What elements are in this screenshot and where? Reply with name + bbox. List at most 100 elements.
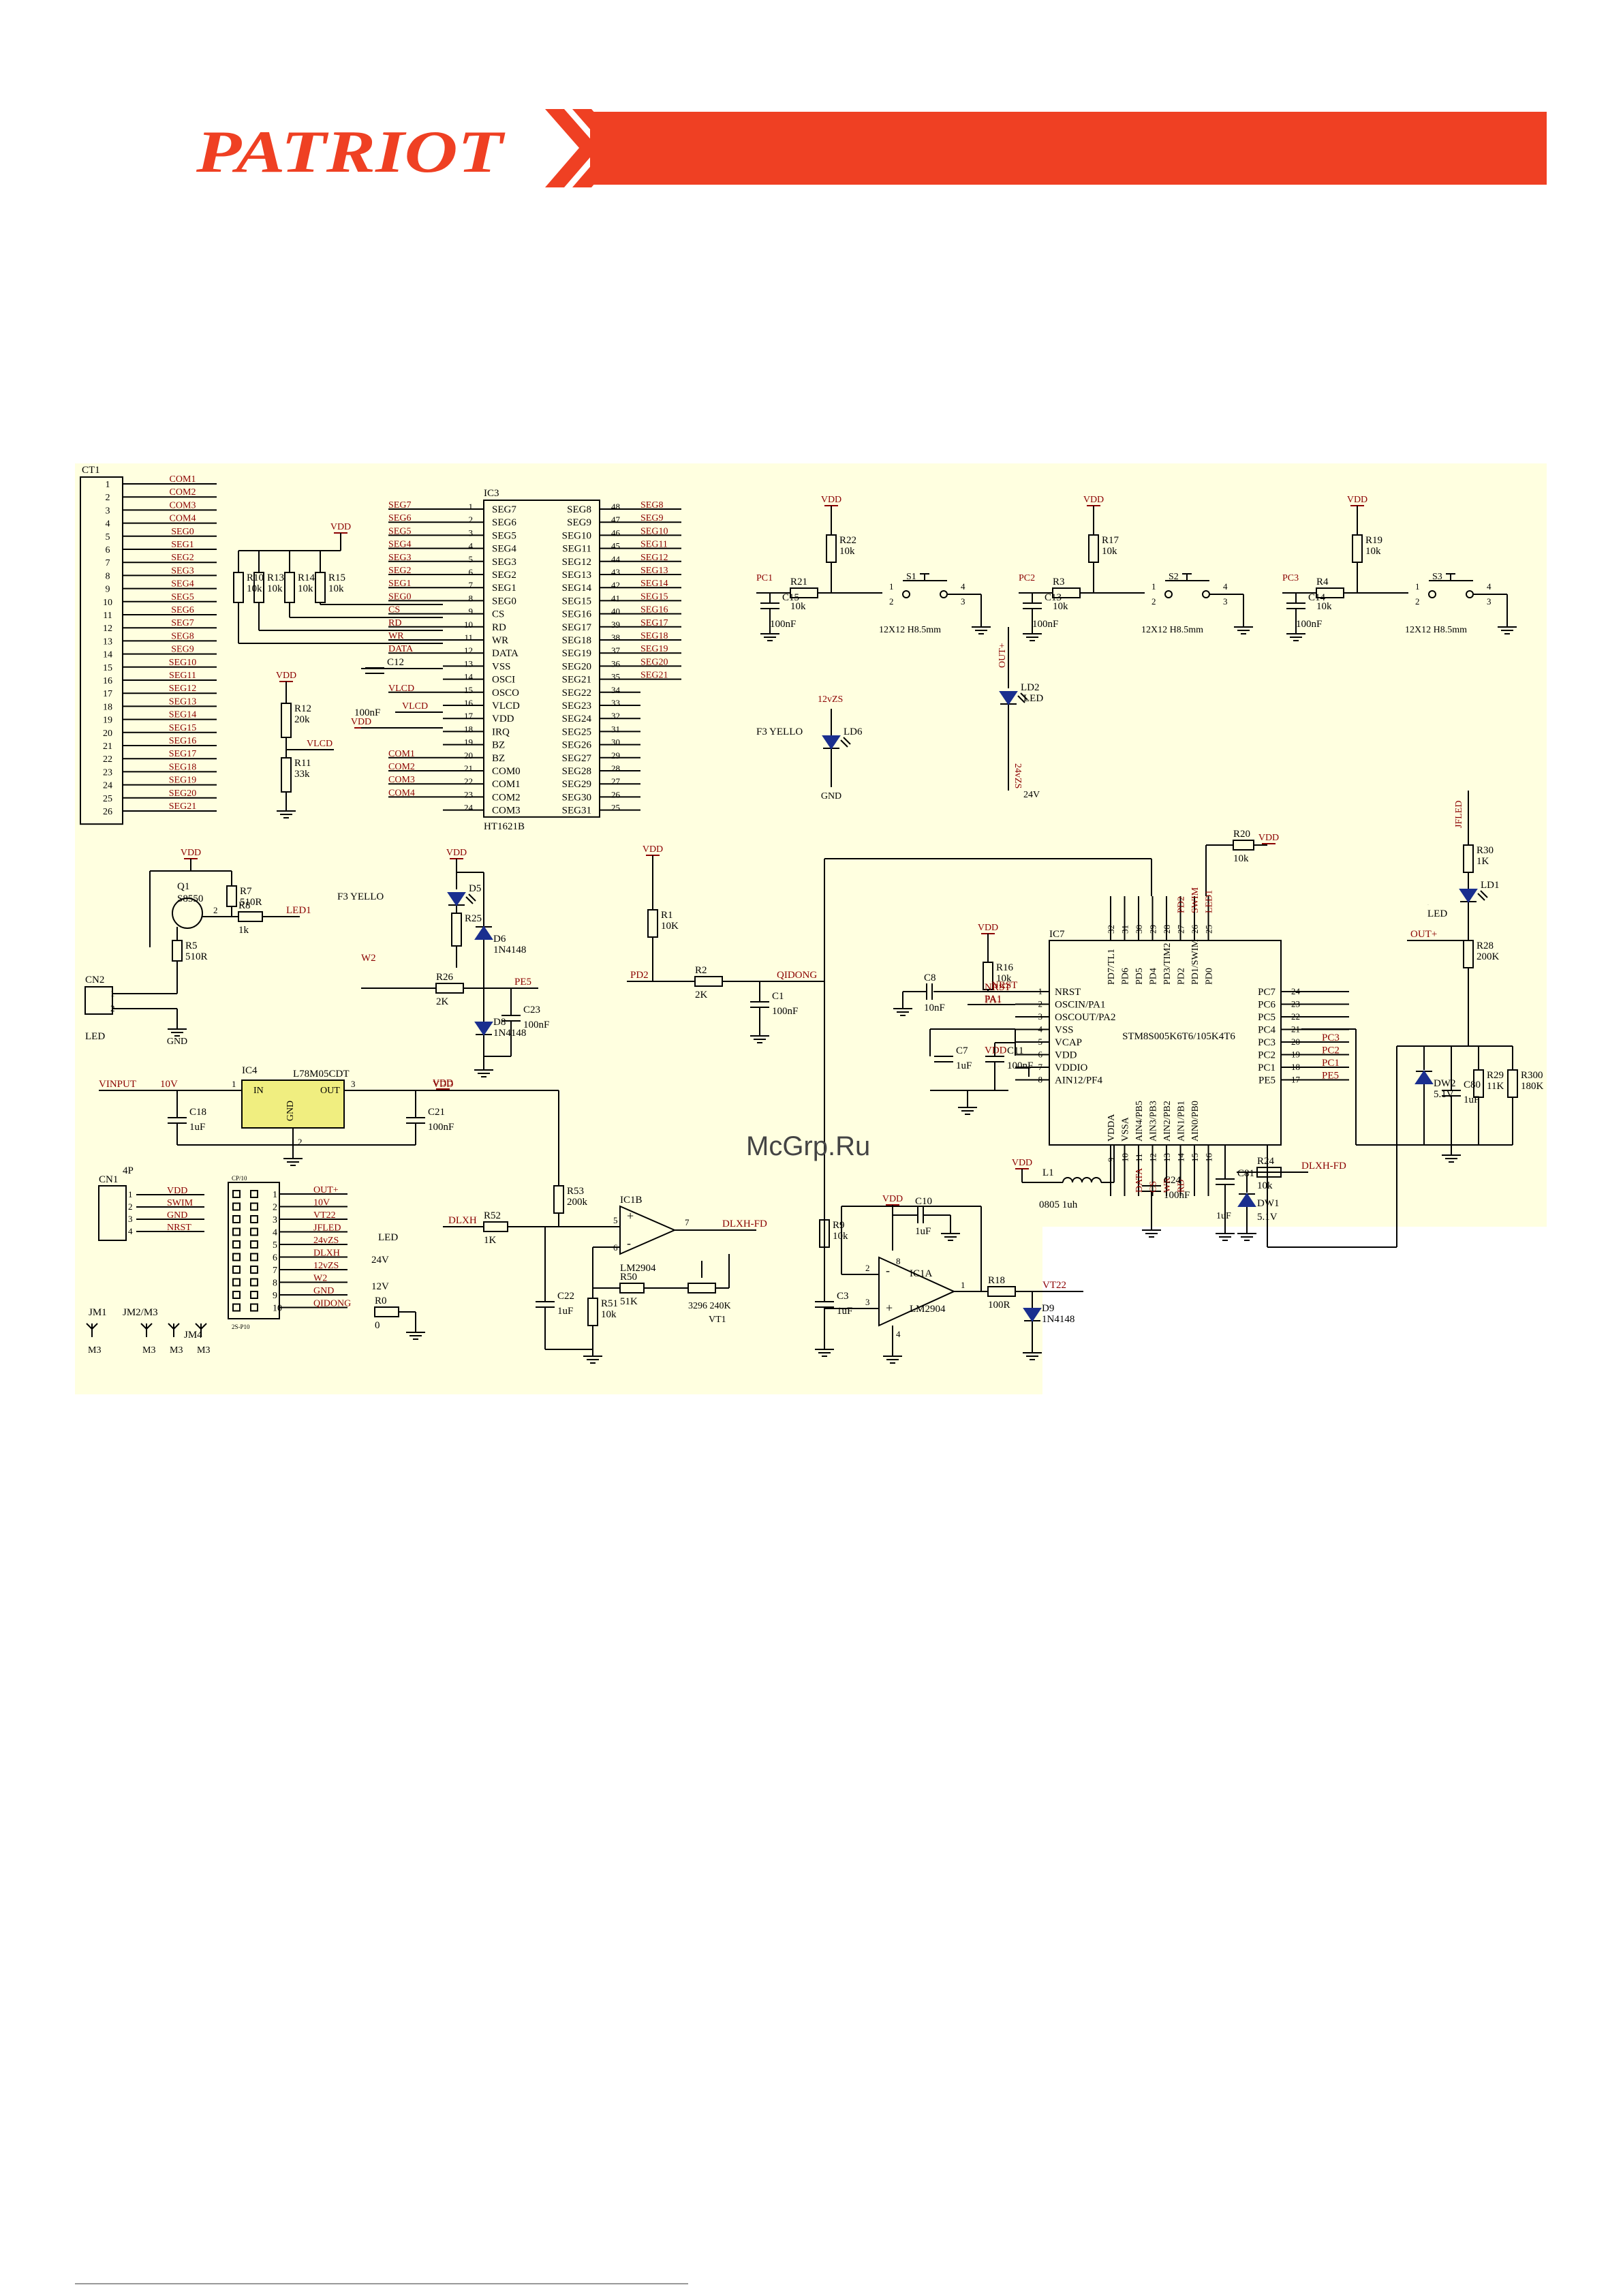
ic3-net-label: SEG12 bbox=[640, 553, 668, 563]
resistor-value: 10k bbox=[1102, 546, 1117, 557]
ic3-pin-number: 14 bbox=[464, 672, 474, 682]
ic3-pin-number: 30 bbox=[611, 737, 620, 748]
ic7-pin-name: PC6 bbox=[1258, 1000, 1276, 1011]
capacitor-value: 1uF bbox=[1216, 1211, 1231, 1221]
capacitor-value: 100nF bbox=[354, 707, 380, 718]
supply-label: VDD bbox=[882, 1194, 903, 1204]
resistor bbox=[1316, 587, 1344, 598]
cp-body bbox=[228, 1182, 280, 1319]
cp-pin-number: 4 bbox=[273, 1228, 277, 1238]
zener-value: 5.1V bbox=[1257, 1212, 1278, 1223]
ic3-pin-name: COM3 bbox=[492, 806, 521, 816]
switch-pin: 3 bbox=[1487, 596, 1491, 607]
resistor-ref: R1 bbox=[661, 910, 673, 921]
cp-net: 12vZS bbox=[313, 1261, 339, 1271]
net-label: PE5 bbox=[514, 977, 531, 988]
potentiometer-icon bbox=[687, 1283, 716, 1294]
ic3-pin-number: 41 bbox=[611, 593, 620, 603]
zener-ref: DW1 bbox=[1257, 1198, 1280, 1209]
resistor-ref: R24 bbox=[1257, 1156, 1275, 1167]
supply-label: VDD bbox=[330, 522, 351, 532]
pin-number: 1 bbox=[961, 1280, 965, 1290]
resistor bbox=[1463, 940, 1474, 968]
capacitor-ref: C14 bbox=[1308, 592, 1326, 603]
opamp-minus: - bbox=[886, 1264, 890, 1277]
ic7-pin-name: PC1 bbox=[1258, 1062, 1276, 1073]
supply-label: VDD bbox=[446, 848, 467, 858]
cp-pad bbox=[232, 1291, 241, 1299]
jm-sub: M3 bbox=[88, 1345, 101, 1356]
ic3-pin-name: SEG10 bbox=[562, 530, 591, 541]
ct1-pin-number: 4 bbox=[106, 519, 110, 530]
watermark-text: McGrp.Ru bbox=[746, 1131, 871, 1161]
ic3-pin-name: OSCO bbox=[492, 688, 519, 699]
ic3-pin-name: SEG14 bbox=[562, 583, 592, 594]
pin-number: 8 bbox=[896, 1256, 901, 1266]
switch-size: 12X12 H8.5mm bbox=[1141, 625, 1203, 635]
ic3-pin-number: 9 bbox=[469, 607, 474, 617]
supply-label: VDD bbox=[643, 844, 663, 855]
net-label: DLXH-FD bbox=[1301, 1161, 1346, 1172]
cp-pad bbox=[250, 1215, 258, 1223]
ic7-pin-number: 25 bbox=[1204, 925, 1214, 934]
ic7-net: VDD bbox=[985, 1045, 1007, 1056]
led-icon bbox=[1459, 889, 1478, 903]
ic7-pin-number: 6 bbox=[1038, 1050, 1043, 1060]
ic3-pin-number: 4 bbox=[469, 541, 474, 551]
resistor-ref: R17 bbox=[1102, 535, 1119, 546]
ic3-pin-name: COM2 bbox=[492, 792, 521, 803]
ct1-signal: SEG2 bbox=[171, 553, 194, 563]
opamp-plus: + bbox=[627, 1209, 634, 1223]
ic3-pin-number: 17 bbox=[464, 711, 474, 721]
ic3-pin-name: SEG20 bbox=[562, 661, 591, 672]
ic3-pin-number: 7 bbox=[469, 580, 474, 590]
ic7-pin-name: VCAP bbox=[1055, 1037, 1082, 1048]
resistor-ref: R21 bbox=[790, 577, 807, 587]
capacitor-value: 100nF bbox=[523, 1020, 549, 1030]
ic3-pin-number: 19 bbox=[464, 737, 473, 748]
net-label: 10V bbox=[160, 1079, 178, 1090]
cp-pin-number: 3 bbox=[273, 1215, 277, 1225]
ic3-pin-name: WR bbox=[492, 635, 508, 646]
capacitor-ref: C81 bbox=[1237, 1168, 1254, 1179]
switch-pin: 4 bbox=[1487, 581, 1491, 592]
ic7-pin-number: 7 bbox=[1038, 1062, 1043, 1072]
resistor-value: 10k bbox=[839, 546, 855, 557]
hidden-ref: C11 bbox=[998, 1066, 1000, 1067]
cp-net: JFLED bbox=[313, 1223, 341, 1234]
led-color-label: F3 YELLO bbox=[337, 891, 384, 902]
ic7-net: WR bbox=[1162, 1177, 1173, 1193]
resistor-value: 10k bbox=[298, 583, 313, 594]
ct1-ref: CT1 bbox=[82, 465, 100, 476]
ic3-pin-name: SEG13 bbox=[562, 570, 591, 581]
ct1-signal: COM4 bbox=[170, 514, 196, 524]
jm-icon bbox=[173, 1323, 180, 1330]
cn1-pin: 2 bbox=[128, 1201, 133, 1212]
transistor-icon bbox=[172, 898, 203, 929]
switch-pin: 1 bbox=[889, 581, 894, 592]
resistor-value: 180K bbox=[1521, 1081, 1544, 1092]
ic3-pin-name: SEG1 bbox=[492, 583, 516, 594]
vlcd-label: VLCD bbox=[402, 701, 428, 711]
capacitor-ref: C22 bbox=[557, 1291, 574, 1302]
switch-pin: 2 bbox=[889, 596, 894, 607]
switch-contact bbox=[1164, 590, 1173, 598]
cn1-net: SWIM bbox=[167, 1198, 194, 1208]
resistor-value: 200K bbox=[1477, 951, 1500, 962]
ic7-pin-number: 23 bbox=[1291, 999, 1300, 1009]
net-label: 12vZS bbox=[818, 694, 843, 705]
resistor-value: 0 bbox=[375, 1320, 380, 1331]
jm-icon bbox=[140, 1323, 147, 1330]
resistor bbox=[826, 534, 837, 563]
ic3-pin-name: CS bbox=[492, 609, 504, 620]
ic3-pin-name: SEG27 bbox=[562, 753, 592, 764]
resistor bbox=[238, 911, 263, 922]
ct1-signal: SEG5 bbox=[171, 592, 194, 602]
cp-note: 12V bbox=[371, 1281, 389, 1292]
ic3-pin-name: SEG30 bbox=[562, 792, 591, 803]
switch-pin: 1 bbox=[1151, 581, 1156, 592]
pullup-resistor bbox=[233, 572, 244, 603]
ct1-pin-number: 1 bbox=[106, 480, 110, 490]
cp-pad bbox=[232, 1202, 241, 1211]
pin-number: 5 bbox=[613, 1215, 618, 1225]
